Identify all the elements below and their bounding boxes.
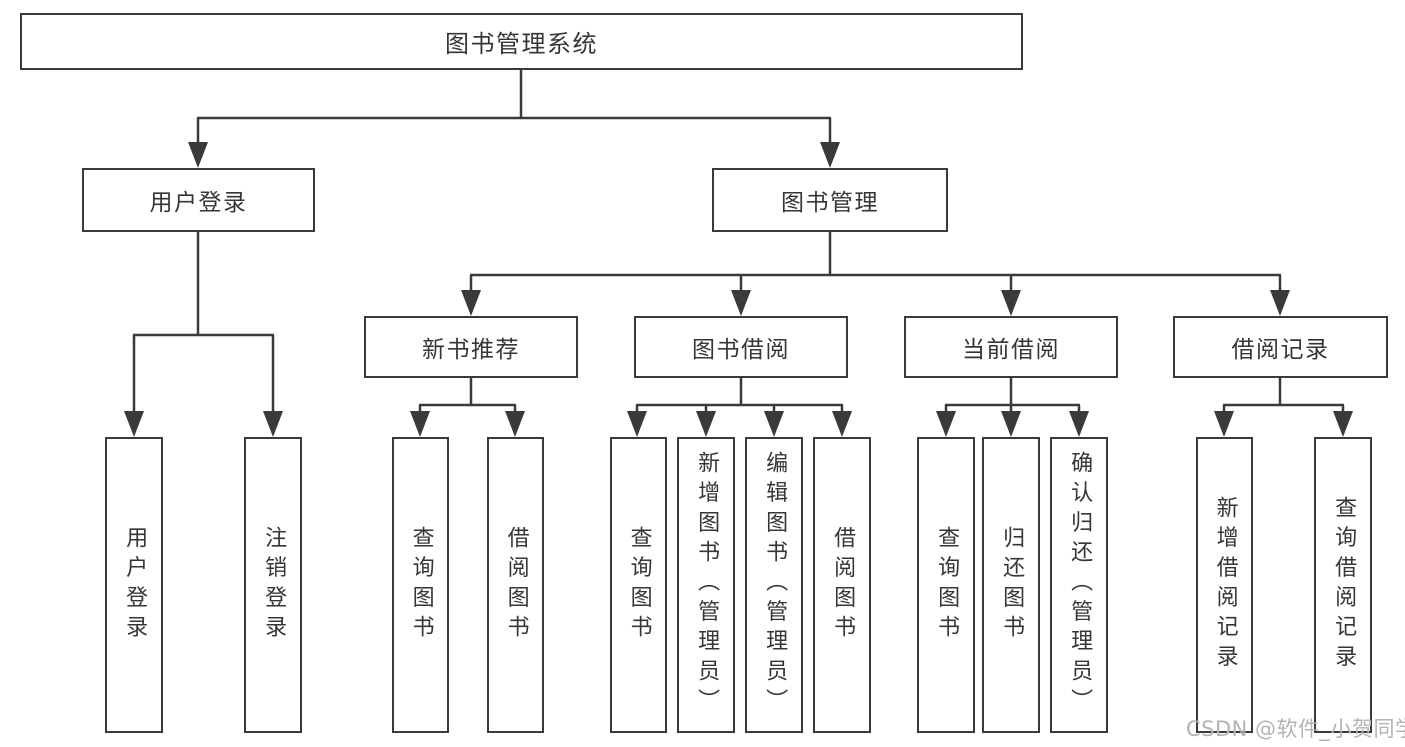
node-label: 新增图书（管理员） [694, 451, 720, 719]
leaf-borrow-edit-books-admin: 编辑图书（管理员） [745, 437, 803, 733]
node-label: 查询借阅记录 [1331, 495, 1357, 675]
node-label: 用户登录 [149, 190, 248, 216]
node-current-borrowing: 当前借阅 [904, 316, 1118, 378]
node-label: 查询图书 [934, 525, 960, 645]
leaf-user-login: 用户登录 [105, 437, 163, 733]
leaf-recommend-borrow-books: 借阅图书 [487, 437, 544, 733]
node-label: 查询图书 [408, 525, 434, 645]
node-label: 确认归还（管理员） [1067, 451, 1093, 719]
node-label: 借阅图书 [830, 525, 856, 645]
node-user-login: 用户登录 [82, 168, 315, 232]
leaf-borrow-add-books-admin: 新增图书（管理员） [677, 437, 735, 733]
node-book-borrowing: 图书借阅 [634, 316, 848, 378]
node-label: 图书借阅 [692, 337, 790, 363]
node-label: 注销登录 [261, 525, 287, 645]
node-label: 归还图书 [999, 525, 1025, 645]
node-label: 编辑图书（管理员） [762, 451, 788, 719]
node-label: 当前借阅 [962, 337, 1060, 363]
leaf-recommend-query-books: 查询图书 [392, 437, 449, 733]
node-label: 图书管理 [781, 190, 879, 216]
leaf-borrow-borrow-books: 借阅图书 [813, 437, 871, 733]
node-label: 新增借阅记录 [1212, 495, 1238, 675]
node-label: 借阅图书 [503, 525, 529, 645]
node-label: 用户登录 [122, 525, 148, 645]
leaf-records-add-borrow-record: 新增借阅记录 [1196, 437, 1253, 733]
node-borrowing-records: 借阅记录 [1173, 316, 1388, 378]
leaf-records-query-borrow-record: 查询借阅记录 [1314, 437, 1372, 733]
watermark: CSDN @软件_小贺同学 [1186, 717, 1405, 741]
node-label: 新书推荐 [422, 337, 520, 363]
leaf-borrow-query-books: 查询图书 [610, 437, 667, 733]
node-library-management-system: 图书管理系统 [20, 13, 1023, 70]
node-new-book-recommend: 新书推荐 [364, 316, 578, 378]
node-label: 借阅记录 [1231, 337, 1330, 363]
node-label: 查询图书 [626, 525, 652, 645]
leaf-current-confirm-return-admin: 确认归还（管理员） [1050, 437, 1108, 733]
leaf-current-return-books: 归还图书 [982, 437, 1040, 733]
leaf-logout: 注销登录 [244, 437, 302, 733]
node-book-management: 图书管理 [712, 168, 948, 232]
node-label: 图书管理系统 [445, 30, 598, 58]
leaf-current-query-books: 查询图书 [917, 437, 975, 733]
